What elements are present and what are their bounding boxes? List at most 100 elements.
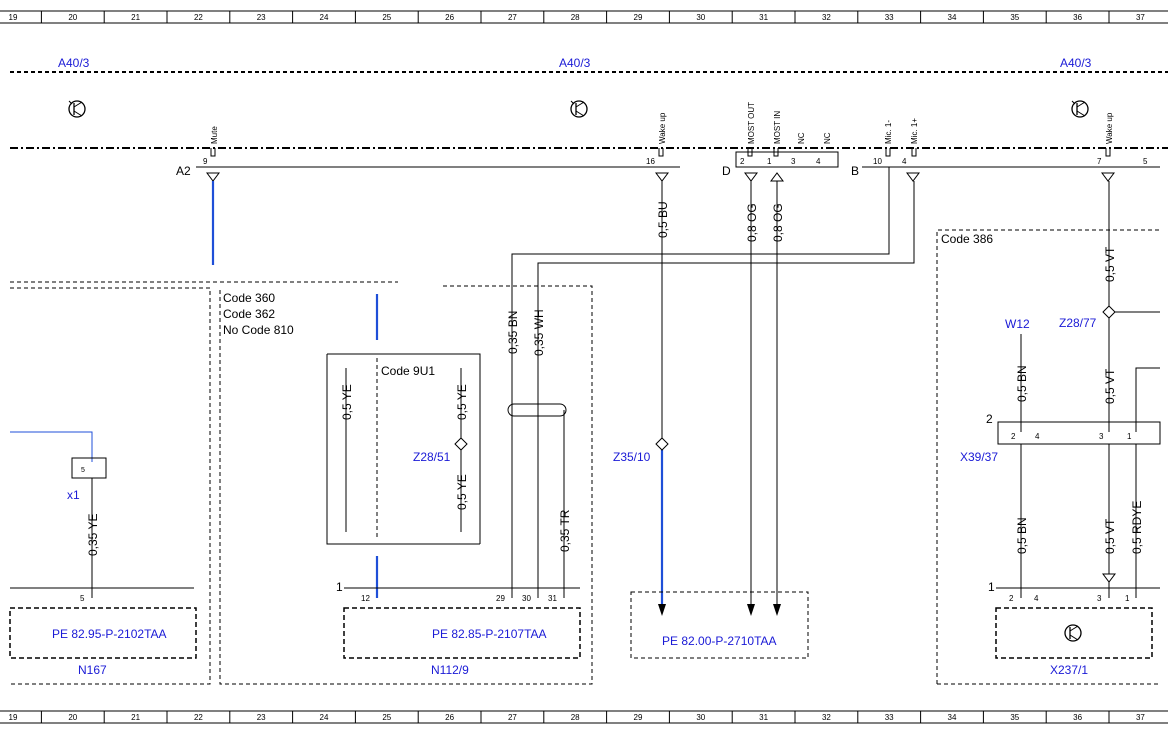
pin-number: 3: [791, 157, 796, 166]
component-label: Z28/51: [413, 450, 451, 464]
wire-label: 0,35 YE: [86, 514, 100, 556]
component-label: X237/1: [1050, 663, 1088, 677]
wire-label: 0,8 OG: [745, 203, 759, 242]
ruler-column-label: 29: [634, 13, 643, 22]
pin-number: 4: [1035, 432, 1040, 441]
connector-d-box: [735, 151, 839, 168]
connector-a2-label: A2: [176, 164, 191, 178]
ruler-column-label: 19: [9, 13, 18, 22]
control-unit-icon: [1071, 100, 1089, 118]
ruler-column-label: 21: [131, 713, 140, 722]
arrow-icon: [658, 604, 666, 616]
component-label: N167: [78, 663, 107, 677]
ruler-column-label: 20: [68, 713, 77, 722]
pin-number: 5: [81, 467, 85, 474]
pin-number: 2: [740, 157, 745, 166]
reference-box: [630, 591, 809, 659]
ruler-column-label: 30: [696, 713, 705, 722]
pin-number: 1: [767, 157, 772, 166]
component-label: Z35/10: [613, 450, 651, 464]
bottom-ruler: [0, 710, 1168, 724]
reference-link[interactable]: PE 82.95-P-2102TAA: [52, 627, 167, 641]
pin-number: 4: [816, 157, 821, 166]
reference-link[interactable]: PE 82.85-P-2107TAA: [432, 627, 547, 641]
ruler-column-label: 37: [1136, 13, 1145, 22]
wire-label: 0,5 YE: [340, 384, 354, 420]
wire-label: 0,5 BN: [1015, 365, 1029, 402]
component-label: N112/9: [431, 663, 469, 677]
control-unit-icon: [68, 100, 86, 118]
code-360-box: [10, 281, 593, 685]
pin-number: 30: [522, 594, 531, 603]
wire-label: 0,5 YE: [455, 474, 469, 510]
ruler-column-label: 28: [571, 13, 580, 22]
pin-stubs: [210, 148, 1111, 157]
pin-number: 10: [873, 157, 882, 166]
pin-number: 5: [1143, 157, 1148, 166]
pin-number: 9: [203, 157, 208, 166]
component-label: x1: [67, 488, 80, 502]
ruler-column-label: 23: [257, 713, 266, 722]
pin-label-nc: NC: [797, 132, 806, 144]
ruler-column-label: 37: [1136, 713, 1145, 722]
connector-triangle: [1102, 573, 1116, 583]
ruler-column-label: 32: [822, 13, 831, 22]
ruler-column-label: 26: [445, 13, 454, 22]
pin-number: 16: [646, 157, 655, 166]
pin-number: 12: [361, 594, 370, 603]
connector-number: 1: [988, 580, 995, 594]
wire-bn: [511, 167, 890, 598]
ruler-column-label: 36: [1073, 713, 1082, 722]
pin-label-mic-plus: Mic. 1+: [910, 118, 919, 144]
n112-module: [343, 607, 581, 659]
ruler-column-label: 33: [885, 13, 894, 22]
connector-number: 1: [336, 580, 343, 594]
ruler-column-label: 30: [696, 13, 705, 22]
ruler-column-label: 24: [320, 713, 329, 722]
wire-label: 0,5 BU: [656, 201, 670, 238]
module-label-middle: A40/3: [559, 56, 591, 70]
pin-number: 1: [1125, 594, 1130, 603]
ruler-column-label: 22: [194, 713, 203, 722]
splice-icon: [454, 437, 468, 451]
module-label-right: A40/3: [1060, 56, 1092, 70]
wire-rdye-feed: [1135, 367, 1160, 432]
pin-number: 4: [1034, 594, 1039, 603]
pin-number: 29: [496, 594, 505, 603]
ruler-column-label: 31: [759, 13, 768, 22]
code-9u1-bracket: [326, 353, 481, 545]
connector-d-label: D: [722, 164, 731, 178]
pin-label-mic-minus: Mic. 1-: [884, 120, 893, 144]
reference-link[interactable]: PE 82.00-P-2710TAA: [662, 634, 777, 648]
x39-connector: [997, 421, 1161, 445]
x1-connector: [71, 457, 107, 479]
code-label: Code 9U1: [381, 364, 435, 378]
pin-label-wake-up: Wake up: [658, 112, 667, 144]
pin-number: 31: [548, 594, 557, 603]
connector-number: 2: [986, 412, 993, 426]
top-ruler: [0, 10, 1168, 24]
code-label: Code 362: [223, 307, 275, 321]
arrow-icon: [747, 604, 755, 616]
connector-b-label: B: [851, 164, 859, 178]
pin-number: 3: [1097, 594, 1102, 603]
wire-label: 0,35 WH: [532, 309, 546, 356]
wire-label: 0,5 RDYE: [1130, 501, 1144, 554]
ruler-column-label: 22: [194, 13, 203, 22]
ruler-column-label: 27: [508, 13, 517, 22]
ruler-column-label: 28: [571, 713, 580, 722]
ruler-column-label: 33: [885, 713, 894, 722]
wire-label: 0,35 BN: [506, 311, 520, 354]
wire-label: 0,5 VT: [1103, 368, 1117, 404]
ruler-column-label: 19: [9, 713, 18, 722]
control-unit-icon: [570, 100, 588, 118]
wire-label: 0,5 BN: [1015, 517, 1029, 554]
module-label-left: A40/3: [58, 56, 90, 70]
x237-module: [995, 607, 1153, 659]
ruler-column-label: 31: [759, 713, 768, 722]
wire-x1-feed: [10, 431, 93, 462]
pin-number: 3: [1099, 432, 1104, 441]
n167-box: [10, 287, 211, 685]
